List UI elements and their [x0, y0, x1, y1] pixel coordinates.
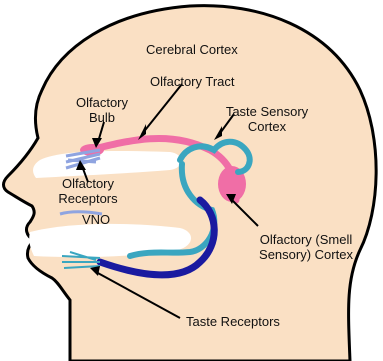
- label-smell-cortex-line2: Sensory) Cortex: [246, 247, 366, 262]
- label-olfactory-receptors-line1: Olfactory: [52, 176, 124, 191]
- label-cerebral-cortex: Cerebral Cortex: [146, 42, 238, 57]
- label-taste-sensory-cortex: Taste Sensory Cortex: [212, 104, 322, 134]
- label-olfactory-bulb: Olfactory Bulb: [66, 95, 138, 125]
- label-smell-cortex-line1: Olfactory (Smell: [246, 232, 366, 247]
- label-olfactory-receptors-line2: Receptors: [52, 191, 124, 206]
- label-smell-cortex: Olfactory (Smell Sensory) Cortex: [246, 232, 366, 262]
- label-olfactory-tract: Olfactory Tract: [150, 74, 235, 89]
- label-taste-sensory-cortex-line2: Cortex: [212, 119, 322, 134]
- label-olfactory-receptors: Olfactory Receptors: [52, 176, 124, 206]
- label-taste-sensory-cortex-line1: Taste Sensory: [212, 104, 322, 119]
- label-olfactory-bulb-line2: Bulb: [66, 110, 138, 125]
- label-taste-receptors: Taste Receptors: [186, 314, 280, 329]
- label-olfactory-bulb-line1: Olfactory: [66, 95, 138, 110]
- label-vno: VNO: [82, 212, 110, 227]
